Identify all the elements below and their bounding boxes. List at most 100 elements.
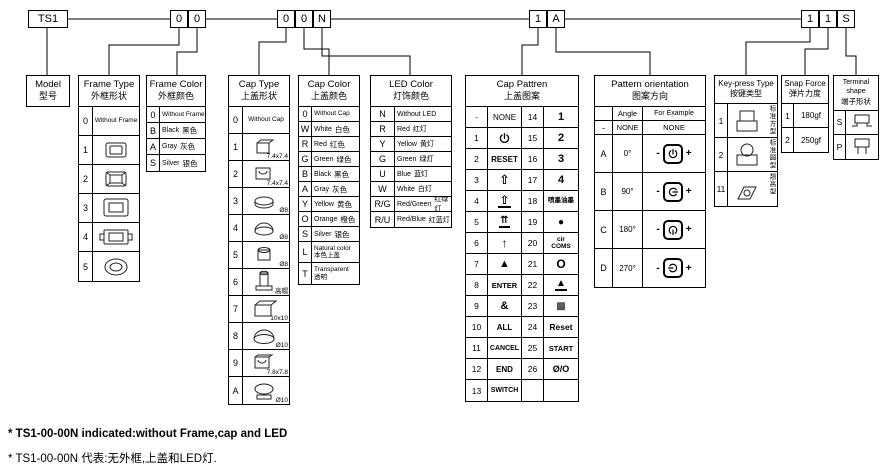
- minus-label: -: [656, 186, 660, 198]
- row-code: S: [299, 227, 312, 242]
- connector-lines: [46, 18, 857, 75]
- label-zh: 红灯: [412, 126, 427, 134]
- example-column-header: For Example: [654, 110, 694, 118]
- code-box-cap-2: 0: [295, 10, 313, 28]
- pattern-glyph: 4: [557, 174, 565, 187]
- label-zh: 银色: [334, 229, 350, 239]
- keypress-header: Key-press Type 按键类型: [715, 76, 777, 104]
- dimension-note: 7.8x7.8: [266, 369, 288, 377]
- angle-value: 180°: [613, 211, 643, 249]
- label-zh: 黑色: [182, 126, 198, 136]
- orientation-row: - NONE NONE: [595, 121, 705, 136]
- label-zh: 红蓝灯: [428, 216, 450, 224]
- row-label: Without LED: [395, 107, 451, 121]
- angle-value: 90°: [613, 173, 643, 211]
- pattern-row: 9 & 23 ▩: [466, 296, 578, 318]
- dimension-note: Ø8: [279, 234, 288, 242]
- label-en: Green: [397, 155, 417, 163]
- row-code: 0: [229, 107, 243, 134]
- code-box-pattern-1: 1: [529, 10, 547, 28]
- row-code: 2: [229, 161, 243, 188]
- pattern-glyph: END: [488, 359, 522, 380]
- cap-pattern-title-en: Cap Pattren: [496, 79, 548, 90]
- row-code: S: [147, 155, 160, 172]
- power-icon-90deg: [662, 181, 683, 202]
- cap-type-row: 7 10x10: [229, 296, 289, 324]
- label-en: Gray: [314, 185, 330, 193]
- label-en: Red: [314, 140, 327, 148]
- row-code: 2: [79, 165, 93, 194]
- frame-type-header: Frame Type 外框形状: [79, 76, 139, 108]
- row-code: 5: [79, 252, 93, 282]
- row-code: Y: [371, 137, 395, 152]
- code-box-key-2: 1: [819, 10, 837, 28]
- terminal-row: S: [834, 110, 878, 135]
- cap-type-row: 4 Ø8: [229, 215, 289, 243]
- angle-value: NONE: [613, 121, 643, 135]
- label-en: Without Cap: [314, 110, 350, 118]
- frame-type-row: 4: [79, 223, 139, 253]
- plus-label: +: [685, 224, 692, 236]
- row-code: W: [299, 122, 312, 137]
- cap-type-title-en: Cap Type: [238, 79, 280, 90]
- row-code: 10: [466, 317, 488, 338]
- triangle-icon: ▲: [488, 254, 522, 275]
- row-code-empty: [522, 380, 544, 402]
- row-code: W: [371, 182, 395, 197]
- frame-type-table: Frame Type 外框形状 0 Without Frame 1 2 3 4 …: [78, 75, 140, 283]
- cap-type-row: 5 Ø8: [229, 242, 289, 270]
- pattern-none-label: NONE: [488, 107, 522, 128]
- footnote-en: * TS1-00-00N indicated:without Frame,cap…: [8, 428, 288, 440]
- pattern-glyph: START: [548, 343, 574, 353]
- row-code: 1: [466, 128, 488, 149]
- row-code: G: [371, 152, 395, 167]
- pattern-row: 7 ▲ 21 O: [466, 254, 578, 276]
- minus-label: -: [656, 148, 660, 160]
- cap-color-title-zh: 上盖颜色: [310, 90, 347, 101]
- pattern-row: 1 15 2: [466, 128, 578, 150]
- row-code: 23: [522, 296, 544, 317]
- label-zh: 蓝灯: [414, 171, 429, 179]
- cap-disc-icon: Ø8: [243, 188, 289, 214]
- plus-label: +: [685, 186, 692, 198]
- angle-value: 270°: [613, 249, 643, 288]
- power-icon-0deg: [662, 143, 683, 164]
- arrow-to-bar-icon: ⇧: [488, 191, 522, 212]
- frame-type-row: 2: [79, 165, 139, 195]
- row-code: L: [299, 242, 312, 263]
- frame-style-1-icon: [93, 136, 139, 164]
- orientation-subheader: Angle For Example: [595, 107, 705, 122]
- pattern-row: 2 RESET 16 3: [466, 149, 578, 171]
- row-code: 3: [229, 188, 243, 215]
- without-frame-label: Without Frame: [94, 117, 138, 125]
- frame-type-row: 0 Without Frame: [79, 107, 139, 137]
- row-code: 8: [466, 275, 488, 296]
- frame-color-header: Frame Color 外框颜色: [147, 76, 205, 108]
- row-label: Without Cap: [243, 107, 289, 133]
- led-color-header: LED Color 灯饰颜色: [371, 76, 451, 108]
- pattern-row: 13 SWITCH: [466, 380, 578, 402]
- label-en: Red: [397, 125, 410, 133]
- force-value: 180gf: [800, 111, 822, 120]
- label-en: Transparent: [314, 266, 349, 274]
- model-title-en: Model: [35, 79, 61, 90]
- cap-type-row: A Ø10: [229, 377, 289, 405]
- row-code: 4: [79, 223, 93, 252]
- pattern-row: 11 CANCEL 25 START: [466, 338, 578, 360]
- row-code: 21: [522, 254, 544, 275]
- label-en: Red/Green: [397, 200, 432, 208]
- frame-color-table: Frame Color 外框颜色 0 Without Frame B Black…: [146, 75, 206, 173]
- frame-type-row: 3: [79, 194, 139, 224]
- inkjet-label: 喷墨油墨: [548, 197, 574, 205]
- row-code: U: [371, 167, 395, 182]
- label-zh: 绿色: [336, 154, 352, 164]
- label-en: Silver: [162, 159, 180, 167]
